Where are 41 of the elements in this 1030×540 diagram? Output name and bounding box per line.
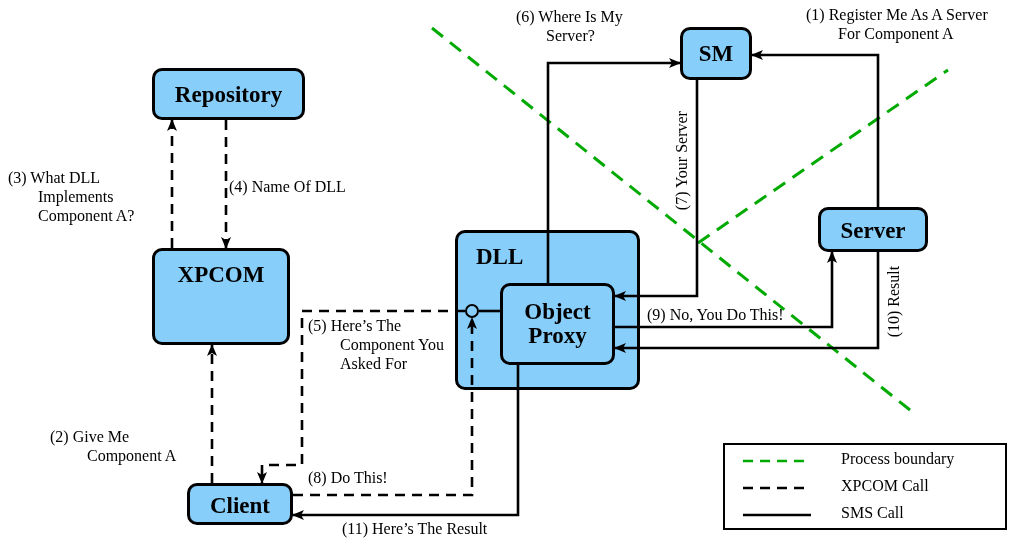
process-box	[187, 483, 293, 525]
edge-label: (1) Register Me As A Server For Component A	[806, 5, 989, 44]
node-label: DLL	[476, 245, 524, 270]
process-box	[680, 27, 752, 80]
legend-text: XPCOM Call	[841, 477, 929, 495]
dashed-arrow	[207, 344, 217, 483]
arrow	[292, 365, 520, 520]
dashed-arrow	[293, 317, 477, 497]
component-box	[152, 68, 305, 120]
process-box	[500, 283, 615, 365]
legend-text: Process boundary	[841, 450, 955, 468]
legend-text: SMS Call	[841, 504, 904, 522]
arrow	[546, 58, 681, 283]
edge-label: (8) Do This!	[308, 468, 388, 488]
edge-label: (11) Here’s The Result	[342, 519, 488, 539]
edge-label: (3) What DLL Implements Component A?	[8, 168, 136, 226]
arrow	[751, 50, 880, 207]
node-label: Repository	[174, 83, 283, 108]
edge-label: (6) Where Is My Server?	[516, 7, 624, 46]
interface-circle	[465, 304, 479, 318]
connector-line	[479, 309, 500, 313]
dashed-arrow	[221, 120, 231, 249]
edge-label: (2) Give Me Component A	[50, 427, 178, 466]
edge-label: (5) Here’s The Component You Asked For	[308, 316, 446, 374]
dashed-arrow	[167, 119, 177, 248]
node-label: XPCOM	[177, 263, 265, 288]
node-label: Server	[840, 219, 906, 244]
container-box	[455, 230, 640, 390]
arrow	[614, 252, 880, 353]
edge-label: (10) Result	[884, 265, 904, 337]
process-box	[818, 207, 928, 252]
edge-label: (9) No, You Do This!	[647, 305, 784, 325]
edge-label: (7) Your Server	[671, 110, 691, 210]
node-label: Client	[209, 494, 271, 519]
edge-label: (4) Name Of DLL	[229, 177, 346, 197]
dashed-arrow	[257, 309, 465, 484]
arrow	[614, 80, 699, 301]
node-label: SM	[698, 42, 734, 67]
arrow	[615, 251, 837, 329]
component-box	[152, 248, 290, 345]
node-label: Object Proxy	[523, 300, 592, 349]
